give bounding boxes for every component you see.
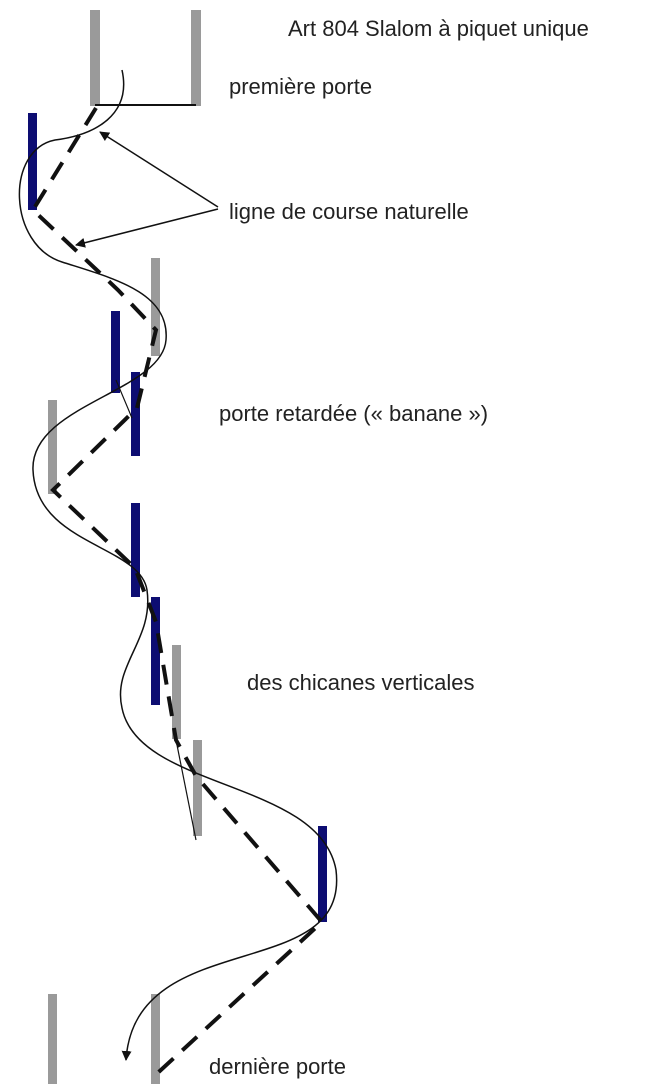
- gray-pole: [191, 10, 201, 106]
- gray-pole: [48, 400, 57, 494]
- blue-pole: [28, 113, 37, 210]
- blue-pole: [318, 826, 327, 922]
- pointer-arrow: [75, 208, 219, 248]
- blue-pole: [131, 372, 140, 456]
- gate-inner-stroke: [115, 379, 133, 419]
- label-delayed-gate: porte retardée (« banane »): [219, 401, 488, 426]
- label-last-gate: dernière porte: [209, 1054, 346, 1079]
- blue-poles: [28, 113, 327, 922]
- gray-pole: [90, 10, 100, 106]
- gray-pole: [193, 740, 202, 836]
- pointer-arrow: [99, 131, 219, 208]
- gray-poles: [48, 10, 202, 1084]
- blue-pole: [111, 311, 120, 393]
- natural-line-dashed: [30, 106, 325, 1082]
- diagram-title: Art 804 Slalom à piquet unique: [288, 16, 589, 41]
- label-first-gate: première porte: [229, 74, 372, 99]
- gray-pole: [151, 994, 160, 1084]
- gray-pole: [48, 994, 57, 1084]
- racing-path-curve: [18, 69, 338, 1061]
- label-natural-line: ligne de course naturelle: [229, 199, 469, 224]
- gray-pole: [172, 645, 181, 739]
- blue-pole: [131, 503, 140, 597]
- gate-inner-stroke: [175, 739, 197, 841]
- blue-pole: [151, 597, 160, 705]
- label-vertical-chicanes: des chicanes verticales: [247, 670, 474, 695]
